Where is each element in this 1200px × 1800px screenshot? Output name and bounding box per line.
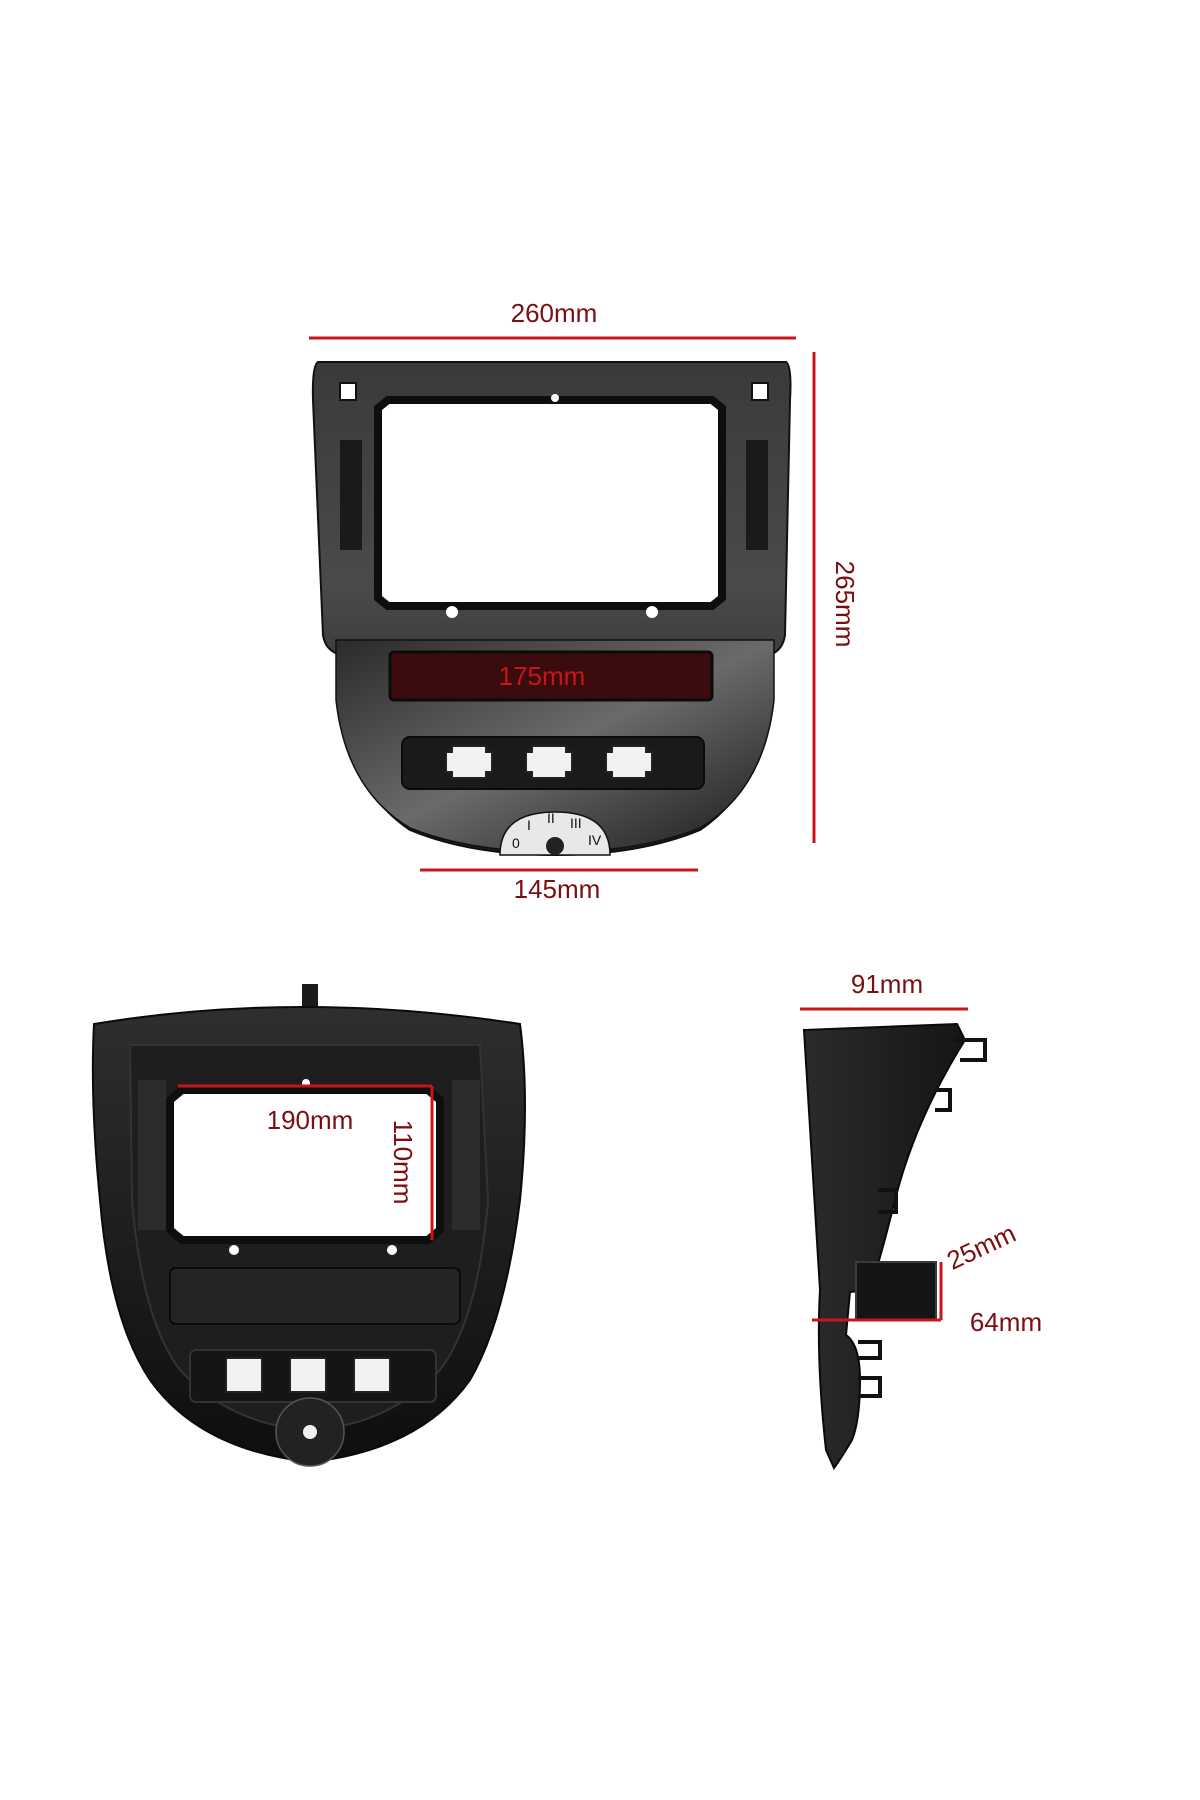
front-dial-mark-4: IV: [588, 832, 602, 848]
back-switch-3: [353, 1357, 391, 1393]
back-screw-hole-right: [387, 1245, 397, 1255]
front-screw-hole-top: [551, 394, 559, 402]
front-height-label: 265mm: [830, 561, 860, 648]
front-dial-mark-1: I: [527, 817, 531, 833]
front-slot-width-label: 175mm: [499, 661, 586, 691]
back-left-rib: [138, 1080, 166, 1230]
back-switch-1: [225, 1357, 263, 1393]
front-screw-hole-left: [446, 606, 458, 618]
back-slot-housing: [169, 1267, 461, 1325]
side-clip-1: [955, 1038, 987, 1062]
front-fan-dial-center: [546, 837, 564, 855]
front-left-bracket: [340, 440, 362, 550]
back-switch-2: [289, 1357, 327, 1393]
side-depth-label: 91mm: [851, 969, 923, 999]
front-corner-notch-left: [339, 382, 357, 401]
side-clip-2: [935, 1088, 952, 1112]
side-clip-3: [878, 1188, 898, 1214]
front-corner-notch-right: [751, 382, 769, 401]
front-fan-dial: [499, 811, 611, 856]
front-bottom-width-label: 145mm: [514, 874, 601, 904]
front-switch-2: [525, 745, 573, 779]
front-dial-mark-2: II: [547, 810, 555, 826]
back-fan-dial-center: [303, 1425, 317, 1439]
front-dial-mark-0: 0: [512, 835, 520, 851]
front-right-bracket: [746, 440, 768, 550]
back-opening-width-label: 190mm: [267, 1105, 354, 1135]
back-right-rib: [452, 1080, 480, 1230]
side-lower-label: 64mm: [970, 1307, 1042, 1337]
front-screen-opening: [374, 396, 726, 610]
front-width-label: 260mm: [511, 298, 598, 328]
side-step-label: 25mm: [942, 1218, 1020, 1276]
front-dimensions: 260mm 265mm 175mm 145mm: [309, 298, 860, 904]
back-dimensions: 190mm 110mm: [178, 1084, 434, 1240]
side-clip-5: [858, 1376, 882, 1398]
side-clip-4: [858, 1340, 882, 1360]
back-screw-hole-left: [229, 1245, 239, 1255]
front-slot: [388, 650, 714, 702]
front-switch-1: [445, 745, 493, 779]
back-view-panel: [91, 984, 526, 1467]
front-screw-hole-right: [646, 606, 658, 618]
front-dial-mark-3: III: [570, 815, 582, 831]
front-switch-3: [605, 745, 653, 779]
side-step-block: [855, 1261, 937, 1321]
front-view-panel: 0 I II III IV: [311, 361, 792, 857]
back-opening-height-label: 110mm: [388, 1120, 418, 1205]
